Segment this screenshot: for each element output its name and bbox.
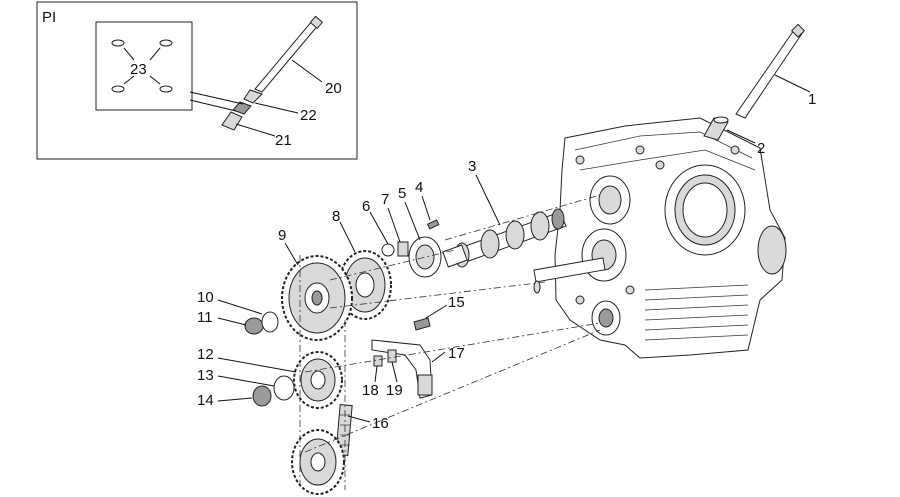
camshaft (442, 208, 567, 268)
callout-20: 20 (325, 80, 342, 97)
washer (261, 311, 279, 333)
callout-10: 10 (197, 289, 214, 306)
callout-12: 12 (197, 346, 214, 363)
callout-2: 2 (757, 140, 765, 157)
inset-hole (111, 85, 125, 93)
washer (381, 243, 395, 257)
pin (413, 317, 431, 331)
inset-title: PI (42, 9, 56, 26)
inset-panel: PI (36, 1, 358, 160)
callout-5: 5 (398, 185, 406, 202)
callout-1: 1 (808, 91, 816, 108)
callout-19: 19 (386, 382, 403, 399)
callout-16: 16 (372, 415, 389, 432)
callout-9: 9 (278, 227, 286, 244)
inset-plate (95, 21, 193, 111)
key (426, 219, 440, 230)
inset-hole (159, 39, 173, 47)
gear-9 (281, 255, 353, 341)
nut (252, 385, 272, 407)
callout-6: 6 (362, 198, 370, 215)
bolt (373, 355, 383, 367)
callout-3: 3 (468, 158, 476, 175)
callout-15: 15 (448, 294, 465, 311)
callout-21: 21 (275, 132, 292, 149)
tappet (703, 116, 729, 141)
callout-7: 7 (381, 191, 389, 208)
crankcase-housing (533, 117, 787, 359)
callout-17: 17 (448, 345, 465, 362)
callout-8: 8 (332, 208, 340, 225)
chain-tensioner (371, 339, 433, 399)
crank-gear (291, 429, 345, 495)
screw (397, 241, 409, 257)
inset-pushrod (221, 15, 324, 131)
flange (408, 236, 442, 278)
gear-12 (293, 351, 343, 409)
callout-11: 11 (197, 309, 213, 326)
assembly-lines (299, 194, 601, 490)
callout-14: 14 (197, 392, 214, 409)
callout-4: 4 (415, 179, 423, 196)
inset-hole (159, 85, 173, 93)
pushrod (735, 23, 806, 119)
callout-23: 23 (130, 61, 147, 78)
callout-labels: 1 2 3 4 5 7 6 8 9 10 11 12 13 14 15 16 1… (130, 61, 816, 432)
callout-22: 22 (300, 107, 317, 124)
washer (273, 375, 295, 401)
callout-18: 18 (362, 382, 379, 399)
leader-lines (217, 74, 811, 423)
callout-13: 13 (197, 367, 214, 384)
bolt (387, 349, 397, 363)
nut (244, 317, 264, 335)
inset-hole (111, 39, 125, 47)
